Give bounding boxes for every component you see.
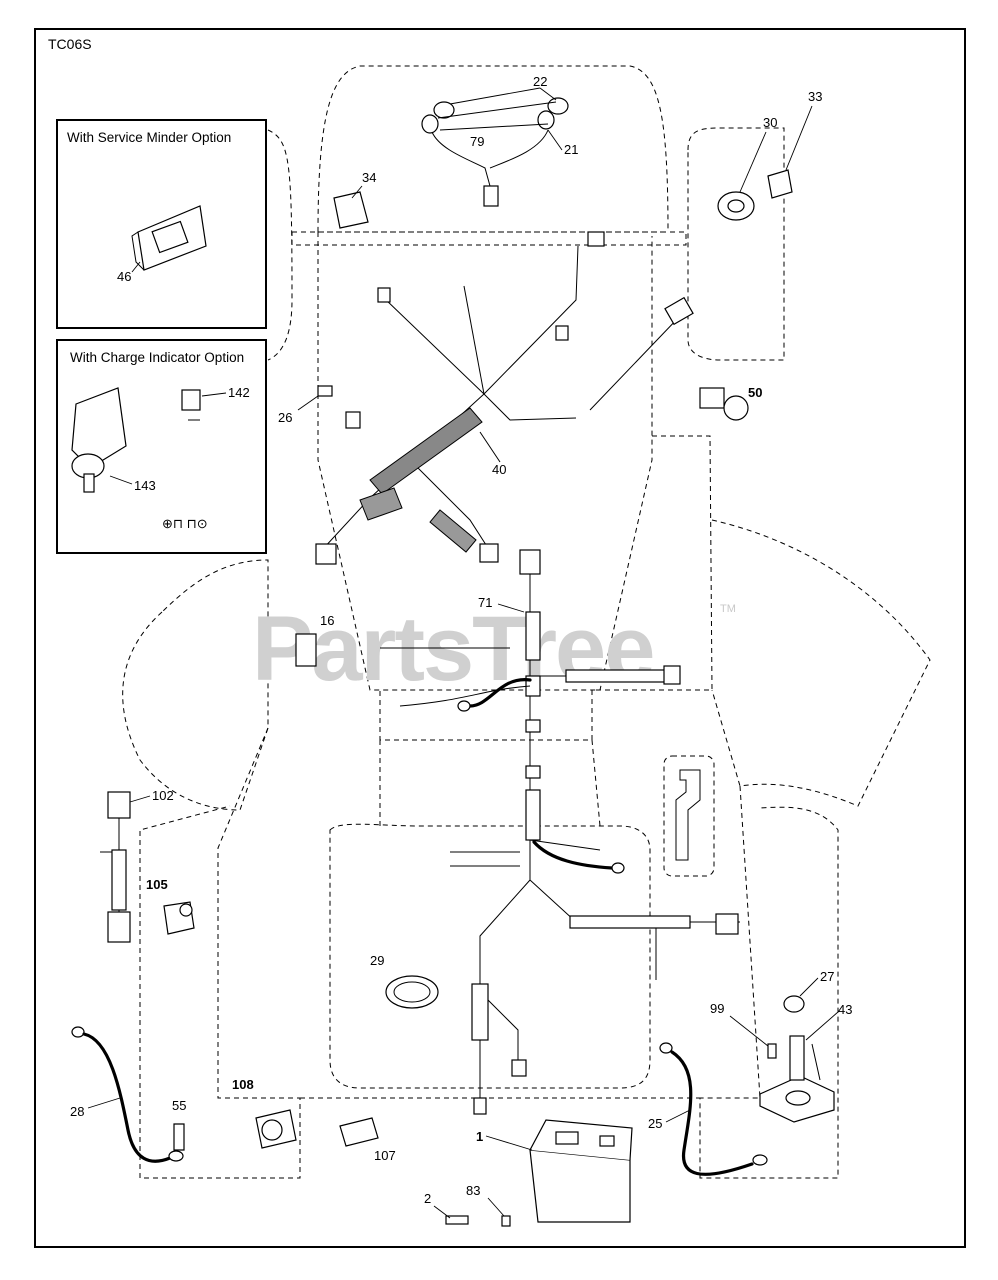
callout-79: 79 <box>470 134 484 149</box>
callout-40: 40 <box>492 462 506 477</box>
service-minder-module <box>131 205 207 271</box>
callout-1: 1 <box>476 1129 483 1144</box>
wire-coil-29 <box>385 975 439 1009</box>
callout-50: 50 <box>748 385 762 400</box>
callout-107: 107 <box>374 1148 396 1163</box>
callout-22: 22 <box>533 74 547 89</box>
polarity-symbols: ⊕⊓ ⊓⊙ <box>162 516 208 531</box>
callout-30: 30 <box>763 115 777 130</box>
callout-29: 29 <box>370 953 384 968</box>
cable-28 <box>71 1026 184 1163</box>
battery-1 <box>529 1119 633 1223</box>
callout-26: 26 <box>278 410 292 425</box>
callout-28: 28 <box>70 1104 84 1119</box>
module-107 <box>339 1117 379 1147</box>
ignition-switch <box>717 169 793 221</box>
callout-83: 83 <box>466 1183 480 1198</box>
switch-105 <box>163 901 195 935</box>
bolt-55 <box>173 1123 185 1151</box>
watermark-brand: PartsTree <box>252 598 653 700</box>
diagram-frame <box>34 28 966 1248</box>
charge-indicator-module: ⊕⊓ ⊓⊙ <box>71 387 208 531</box>
callout-2: 2 <box>424 1191 431 1206</box>
screw-99 <box>767 1043 777 1059</box>
nut-27 <box>783 995 805 1013</box>
callout-33: 33 <box>808 89 822 104</box>
callout-16: 16 <box>320 613 334 628</box>
callout-46: 46 <box>117 269 131 284</box>
service-minder-title: With Service Minder Option <box>67 130 231 145</box>
callout-105: 105 <box>146 877 168 892</box>
main-harness <box>315 231 694 565</box>
callout-108: 108 <box>232 1077 254 1092</box>
callout-99: 99 <box>710 1001 724 1016</box>
relay-16 <box>295 633 317 667</box>
callout-27: 27 <box>820 969 834 984</box>
callout-71: 71 <box>478 595 492 610</box>
headlight-harness <box>421 97 569 207</box>
callout-43: 43 <box>838 1002 852 1017</box>
callout-34: 34 <box>362 170 376 185</box>
callout-143: 143 <box>134 478 156 493</box>
switch-34 <box>333 191 369 229</box>
switch-102 <box>100 791 131 943</box>
rear-harness <box>380 549 740 1115</box>
callout-142: 142 <box>228 385 250 400</box>
callout-102: 102 <box>152 788 174 803</box>
nut-83 <box>501 1215 511 1227</box>
diagram-code: TC06S <box>48 36 92 52</box>
tractor-outline <box>122 65 931 1179</box>
callout-55: 55 <box>172 1098 186 1113</box>
fuse-26 <box>317 385 333 397</box>
callout-25: 25 <box>648 1116 662 1131</box>
cable-25 <box>659 1042 768 1176</box>
watermark-trademark: TM <box>720 603 736 615</box>
switch-50 <box>699 387 749 421</box>
bolt-2 <box>445 1215 469 1225</box>
bracket-43 <box>759 1035 835 1123</box>
callout-21: 21 <box>564 142 578 157</box>
charge-indicator-title: With Charge Indicator Option <box>70 350 244 365</box>
